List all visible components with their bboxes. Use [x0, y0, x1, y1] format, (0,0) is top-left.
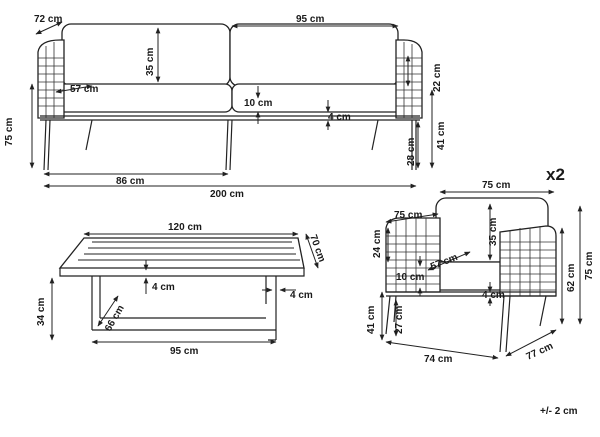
chair-width-label: 75 cm: [482, 180, 510, 191]
table-length-label: 120 cm: [168, 222, 202, 233]
sofa-dimensions: [29, 21, 435, 189]
table-top-thickness-label: 4 cm: [152, 282, 175, 293]
sofa-total-width-label: 200 cm: [210, 189, 244, 200]
sofa-drawing: [37, 23, 423, 171]
chair-seat-height-label: 41 cm: [366, 306, 377, 334]
sofa-back-height-label: 35 cm: [145, 48, 156, 76]
table-leg-thickness-label: 4 cm: [290, 290, 313, 301]
chair-inner-width-label: 75 cm: [394, 210, 422, 221]
table-dimensions: [49, 231, 319, 345]
chair-cushion-thickness-label: 10 cm: [396, 272, 424, 283]
sofa-leg-height-label: 28 cm: [406, 138, 417, 166]
chair-arm-height-label: 24 cm: [372, 230, 383, 258]
sofa-frame-thickness-label: 4 cm: [328, 112, 351, 123]
chair-leg-height-label: 27 cm: [394, 306, 405, 334]
chair-frame-thickness-label: 4 cm: [482, 290, 505, 301]
sofa-seat-height-label: 41 cm: [436, 122, 447, 150]
sofa-back-cushion-right: [229, 23, 399, 87]
table-width-label: 70 cm: [307, 233, 327, 264]
tolerance-label: +/- 2 cm: [540, 406, 578, 417]
sofa-total-height-label: 75 cm: [4, 118, 15, 146]
table-height-label: 34 cm: [36, 298, 47, 326]
chair-arm-total-height-label: 62 cm: [566, 264, 577, 292]
chair-depth-label: 74 cm: [424, 354, 452, 365]
sofa-cushion-thickness-label: 10 cm: [244, 98, 272, 109]
chair-arm-right: [499, 225, 557, 297]
sofa-seat-width-label: 95 cm: [296, 14, 324, 25]
chair-total-height-label: 75 cm: [584, 252, 595, 280]
sofa-depth-label: 72 cm: [34, 14, 62, 25]
sofa-half-width-label: 86 cm: [116, 176, 144, 187]
chair-back-height-label: 35 cm: [488, 218, 499, 246]
sofa-arm-height-label: 22 cm: [432, 64, 443, 92]
chair-dimensions: [379, 189, 583, 360]
table-drawing: [58, 237, 305, 341]
quantity-label: x2: [546, 165, 565, 184]
sofa-seat-depth-label: 57 cm: [70, 84, 98, 95]
table-inner-length-label: 95 cm: [170, 346, 198, 357]
